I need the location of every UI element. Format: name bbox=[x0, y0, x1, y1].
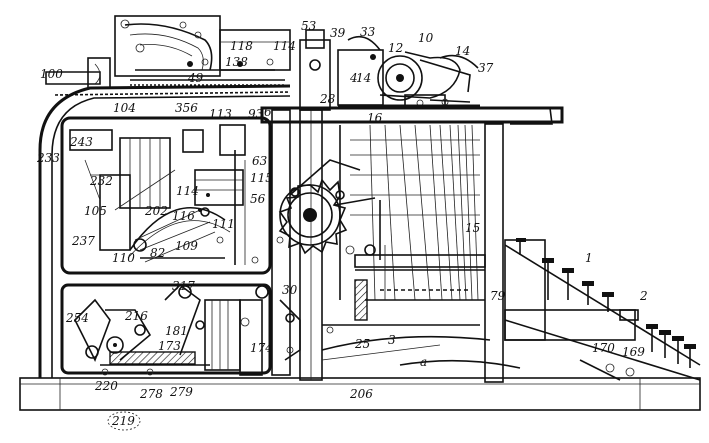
label-278: 278 bbox=[139, 387, 163, 401]
label-110: 110 bbox=[112, 251, 135, 265]
label-169: 169 bbox=[622, 345, 645, 359]
lower-linkage bbox=[279, 299, 521, 369]
label-114-mid: 114 bbox=[176, 184, 199, 198]
label-104: 104 bbox=[113, 101, 136, 115]
label-56: 56 bbox=[250, 192, 266, 206]
label-49: 49 bbox=[187, 71, 204, 85]
label-173: 173 bbox=[158, 339, 181, 353]
label-237: 237 bbox=[71, 234, 95, 248]
left-frame bbox=[38, 57, 291, 378]
label-39: 39 bbox=[330, 26, 346, 40]
base-plate bbox=[19, 377, 701, 411]
label-220: 220 bbox=[94, 379, 118, 393]
label-82: 82 bbox=[150, 246, 165, 260]
top-left-mechanism bbox=[114, 15, 291, 86]
label-118: 118 bbox=[230, 39, 253, 53]
label-254: 254 bbox=[65, 311, 89, 325]
inner-mechanism-lower bbox=[74, 283, 269, 376]
label-216: 216 bbox=[124, 309, 148, 323]
label-1: 1 bbox=[585, 251, 593, 265]
label-219: 219 bbox=[111, 414, 135, 428]
label-37: 37 bbox=[478, 61, 494, 75]
label-63: 63 bbox=[252, 154, 268, 168]
label-181: 181 bbox=[165, 324, 188, 338]
label-115: 115 bbox=[250, 171, 273, 185]
label-356: 356 bbox=[175, 101, 198, 115]
typebar-basket bbox=[339, 123, 504, 383]
platen-carriage bbox=[299, 29, 480, 111]
label-113: 113 bbox=[209, 107, 232, 121]
label-317: 317 bbox=[172, 279, 195, 293]
label-174: 174 bbox=[250, 341, 273, 355]
label-202: 202 bbox=[144, 204, 168, 218]
label-12: 12 bbox=[388, 41, 403, 55]
label-138: 138 bbox=[225, 55, 248, 69]
label-3: 3 bbox=[388, 333, 396, 347]
label-15: 15 bbox=[465, 221, 480, 235]
label-79: 79 bbox=[490, 289, 506, 303]
label-100: 100 bbox=[40, 67, 63, 81]
label-10: 10 bbox=[418, 31, 434, 45]
label-6: 6 bbox=[264, 105, 272, 119]
label-4-a: 4 bbox=[349, 71, 358, 85]
label-93: 93 bbox=[248, 107, 264, 121]
keyboard bbox=[504, 238, 701, 381]
label-30: 30 bbox=[282, 283, 298, 297]
label-25: 25 bbox=[354, 337, 370, 351]
label-16: 16 bbox=[367, 111, 383, 125]
label-114-top: 114 bbox=[273, 39, 296, 53]
label-a: a bbox=[420, 355, 427, 369]
label-2: 2 bbox=[639, 289, 648, 303]
label-111: 111 bbox=[212, 217, 235, 231]
label-33: 33 bbox=[360, 25, 376, 39]
label-232: 232 bbox=[89, 174, 113, 188]
label-233: 233 bbox=[36, 151, 60, 165]
label-14-top: 14 bbox=[455, 44, 470, 58]
label-105: 105 bbox=[84, 204, 107, 218]
label-14-mid: 14 bbox=[356, 71, 371, 85]
ratchet-gear bbox=[276, 159, 376, 255]
reference-labels: 100 53 39 33 12 10 14 37 118 114 138 49 … bbox=[36, 19, 648, 431]
label-206: 206 bbox=[349, 387, 373, 401]
label-116: 116 bbox=[172, 209, 195, 223]
inner-mechanism-upper bbox=[69, 124, 259, 265]
label-53: 53 bbox=[301, 19, 317, 33]
label-243: 243 bbox=[69, 135, 93, 149]
label-170: 170 bbox=[592, 341, 615, 355]
label-109: 109 bbox=[175, 239, 198, 253]
label-279: 279 bbox=[169, 385, 193, 399]
label-28: 28 bbox=[319, 92, 336, 106]
